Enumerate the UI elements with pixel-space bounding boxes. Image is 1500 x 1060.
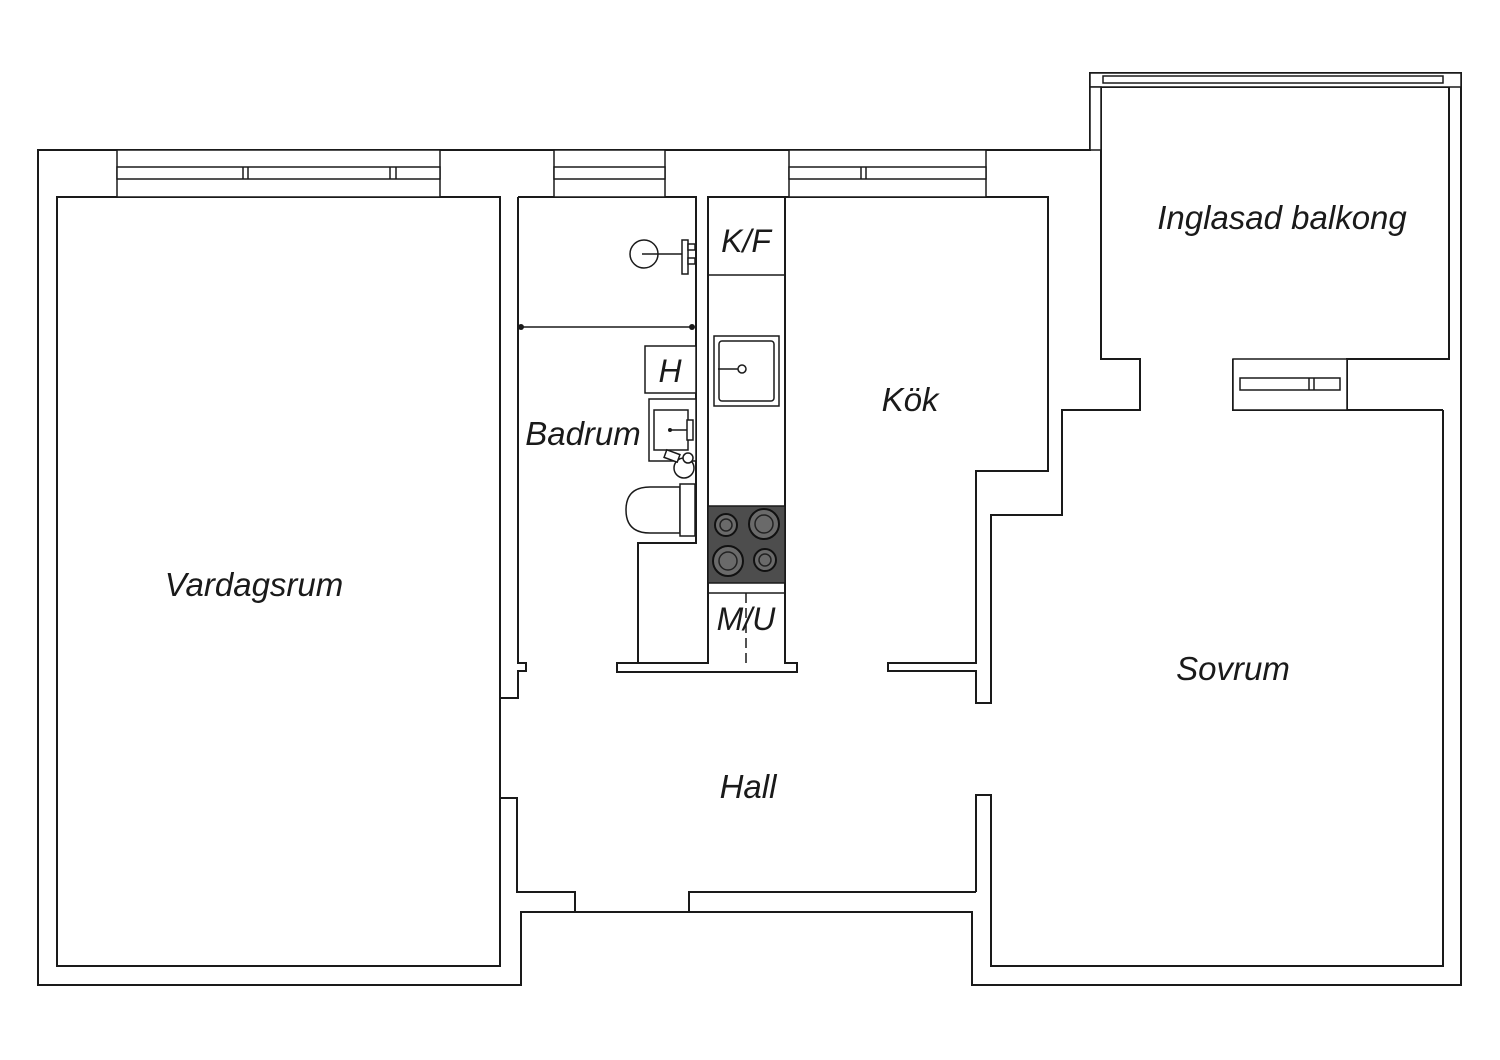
sink-icon	[648, 398, 697, 479]
shower-curtain	[518, 324, 695, 330]
appliance-label-dishwasher-oven: M/U	[717, 601, 777, 637]
appliance-label-fridge-freezer: K/F	[721, 223, 773, 259]
room-label-bedroom: Sovrum	[1176, 650, 1290, 687]
kitchen-sink-icon	[713, 335, 780, 407]
window-icon	[788, 149, 987, 198]
shower-icon	[629, 239, 696, 275]
window-icon	[1232, 358, 1348, 411]
counter-dividers	[708, 274, 785, 663]
window-icon	[1089, 72, 1462, 151]
room-label-hall: Hall	[720, 768, 779, 805]
stove-icon	[707, 505, 786, 584]
room-label-bathroom: Badrum	[525, 415, 641, 452]
room-label-living-room: Vardagsrum	[165, 566, 344, 603]
window-icon	[553, 149, 666, 198]
toilet-icon	[625, 483, 696, 537]
appliance-label-dryer: H	[658, 353, 682, 389]
window-icon	[116, 149, 441, 198]
room-label-kitchen: Kök	[882, 381, 940, 418]
dryer-box	[644, 345, 697, 394]
room-label-glazed-balcony: Inglasad balkong	[1157, 199, 1407, 236]
